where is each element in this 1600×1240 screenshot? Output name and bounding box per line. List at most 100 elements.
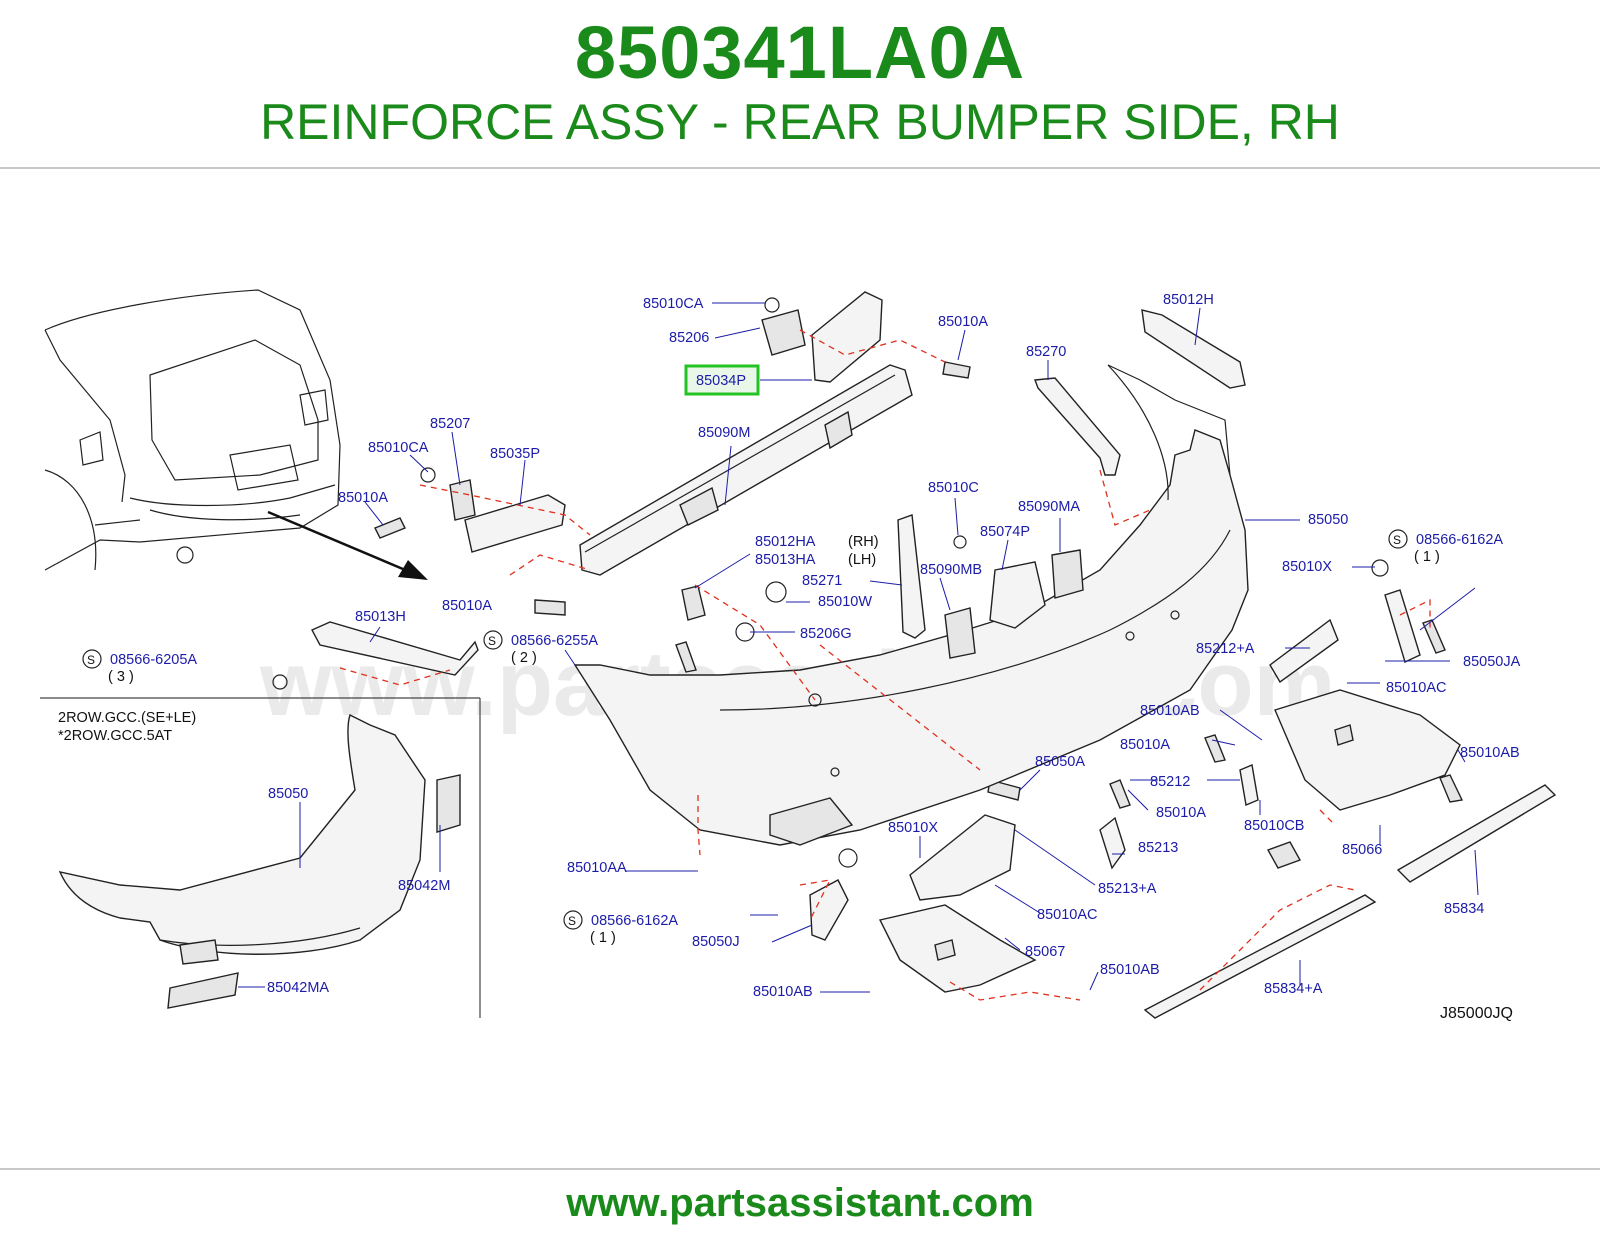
label-85035p[interactable]: 85035P xyxy=(490,446,540,462)
screw-qty: ( 1 ) xyxy=(590,930,616,946)
label-85010ab-2[interactable]: 85010AB xyxy=(1460,745,1520,761)
label-85090m[interactable]: 85090M xyxy=(698,425,750,441)
label-85042ma[interactable]: 85042MA xyxy=(267,980,329,996)
highlight-box xyxy=(684,364,760,396)
label-85834[interactable]: 85834 xyxy=(1444,901,1484,917)
part-85012h-bracket xyxy=(1141,309,1246,389)
screw-code[interactable]: 08566-6162A xyxy=(1416,532,1503,548)
part-description: REINFORCE ASSY - REAR BUMPER SIDE, RH xyxy=(260,94,1340,150)
label-85012h[interactable]: 85012H xyxy=(1163,292,1214,308)
part-85067-undercover xyxy=(809,814,1037,993)
part-85834-strips xyxy=(1143,784,1557,1019)
label-85090ma[interactable]: 85090MA xyxy=(1018,499,1080,515)
label-85067[interactable]: 85067 xyxy=(1025,944,1065,960)
label-85066[interactable]: 85066 xyxy=(1342,842,1382,858)
screw-qty: ( 2 ) xyxy=(511,650,537,666)
label-85212[interactable]: 85212 xyxy=(1150,774,1190,790)
screw-symbol: S xyxy=(1393,533,1401,547)
label-85270[interactable]: 85270 xyxy=(1026,344,1066,360)
s-symbol-icon xyxy=(483,630,503,650)
label-85010cb[interactable]: 85010CB xyxy=(1244,818,1304,834)
s-symbol-icon xyxy=(82,649,102,669)
label-85010a-2[interactable]: 85010A xyxy=(338,490,388,506)
label-85012ha[interactable]: 85012HA xyxy=(755,534,816,550)
label-lh: (LH) xyxy=(848,552,876,568)
screw-code[interactable]: 08566-6255A xyxy=(511,633,598,649)
part-85013h-bracket xyxy=(272,621,479,690)
bottom-divider xyxy=(0,1168,1600,1170)
screw-mark-3: S 08566-6162A ( 1 ) xyxy=(1388,529,1503,565)
clip-icons xyxy=(675,559,1389,673)
label-85013h[interactable]: 85013H xyxy=(355,609,406,625)
label-85010a-3[interactable]: 85010A xyxy=(442,598,492,614)
label-85010w[interactable]: 85010W xyxy=(818,594,872,610)
leader-lines xyxy=(238,302,1479,993)
parts-diagram: www.partsassistant.com 2ROW.GCC.(SE+LE) … xyxy=(0,270,1600,1070)
label-85010ab-4[interactable]: 85010AB xyxy=(753,984,813,1000)
label-85010ac-2[interactable]: 85010AC xyxy=(1037,907,1097,923)
screw-symbol: S xyxy=(488,634,496,648)
label-85010ac[interactable]: 85010AC xyxy=(1386,680,1446,696)
screw-mark-1: S 08566-6205A ( 3 ) xyxy=(82,649,197,685)
label-85013ha[interactable]: 85013HA xyxy=(755,552,816,568)
part-85213-brackets xyxy=(1099,764,1302,870)
s-symbol-icon xyxy=(563,910,583,930)
top-divider xyxy=(0,167,1600,169)
screw-code[interactable]: 08566-6205A xyxy=(110,652,197,668)
part-85050ja-bracket xyxy=(1384,589,1446,663)
label-85834-a[interactable]: 85834+A xyxy=(1264,981,1323,997)
part-85090m-reinforcement xyxy=(579,364,913,576)
screw-qty: ( 1 ) xyxy=(1414,549,1440,565)
label-rh: (RH) xyxy=(848,534,879,550)
label-85010ca-2[interactable]: 85010CA xyxy=(368,440,429,456)
part-85066-undercover xyxy=(1269,618,1461,811)
label-85271[interactable]: 85271 xyxy=(802,573,842,589)
screw-mark-4: S 08566-6162A ( 1 ) xyxy=(563,910,678,946)
label-85010x[interactable]: 85010X xyxy=(1282,559,1332,575)
part-85271-bracket xyxy=(897,514,1084,659)
part-labels: 85010CA 85206 85010A 85012H 85270 85207 … xyxy=(267,292,1521,1022)
s-symbol-icon xyxy=(1388,529,1408,549)
label-85010x-2[interactable]: 85010X xyxy=(888,820,938,836)
label-85010c[interactable]: 85010C xyxy=(928,480,979,496)
part-85050-bumper-cover xyxy=(573,364,1249,846)
label-85010a-4[interactable]: 85010A xyxy=(1120,737,1170,753)
label-85206g[interactable]: 85206G xyxy=(800,626,852,642)
label-85212-a[interactable]: 85212+A xyxy=(1196,641,1255,657)
bolt-icons xyxy=(374,361,1464,809)
part-85034p-bracket xyxy=(761,291,883,383)
footer-url[interactable]: www.partsassistant.com xyxy=(566,1181,1034,1225)
part-85270-strap xyxy=(1034,377,1121,476)
label-85010a-5[interactable]: 85010A xyxy=(1156,805,1206,821)
screw-code[interactable]: 08566-6162A xyxy=(591,913,678,929)
guide-lines xyxy=(339,329,1431,1001)
parts-diagram-svg: www.partsassistant.com 2ROW.GCC.(SE+LE) … xyxy=(40,289,1557,1022)
part-number-title: 850341LA0A xyxy=(574,11,1026,94)
inset-panel: 2ROW.GCC.(SE+LE) *2ROW.GCC.5AT xyxy=(40,697,481,1018)
label-85010ca[interactable]: 85010CA xyxy=(643,296,704,312)
header: 850341LA0A REINFORCE ASSY - REAR BUMPER … xyxy=(0,0,1600,168)
label-85213[interactable]: 85213 xyxy=(1138,840,1178,856)
vehicle-silhouette xyxy=(44,289,341,571)
label-85050ja[interactable]: 85050JA xyxy=(1463,654,1521,670)
label-85090mb[interactable]: 85090MB xyxy=(920,562,982,578)
variant-note-line-2: *2ROW.GCC.5AT xyxy=(58,728,172,744)
label-85034p-highlighted[interactable]: 85034P xyxy=(696,373,746,389)
label-85050-inset[interactable]: 85050 xyxy=(268,786,308,802)
label-85010ab[interactable]: 85010AB xyxy=(1140,703,1200,719)
label-85050a[interactable]: 85050A xyxy=(1035,754,1085,770)
label-85206[interactable]: 85206 xyxy=(669,330,709,346)
label-85050j[interactable]: 85050J xyxy=(692,934,740,950)
direction-arrow xyxy=(267,510,428,580)
screw-mark-2: S 08566-6255A ( 2 ) xyxy=(483,630,598,666)
screw-symbol: S xyxy=(568,914,576,928)
label-85010ab-3[interactable]: 85010AB xyxy=(1100,962,1160,978)
label-85010a[interactable]: 85010A xyxy=(938,314,988,330)
screw-symbol: S xyxy=(87,653,95,667)
label-85042m[interactable]: 85042M xyxy=(398,878,450,894)
label-85050[interactable]: 85050 xyxy=(1308,512,1348,528)
label-85010aa[interactable]: 85010AA xyxy=(567,860,627,876)
label-85207[interactable]: 85207 xyxy=(430,416,470,432)
label-85213-a[interactable]: 85213+A xyxy=(1098,881,1157,897)
label-85074p[interactable]: 85074P xyxy=(980,524,1030,540)
